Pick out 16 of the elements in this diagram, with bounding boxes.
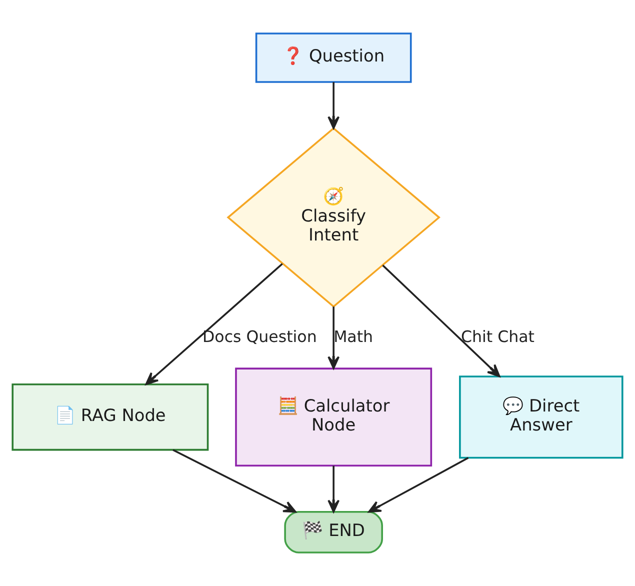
arrow (328, 466, 340, 513)
arrow (172, 449, 296, 513)
node-box: 💬 Direct Answer (459, 376, 624, 459)
arrow (145, 263, 283, 386)
arrow (382, 264, 500, 378)
node-box: ❓ Question (255, 32, 412, 83)
edge-label: Math (334, 326, 374, 346)
arrow (368, 457, 469, 513)
arrow (328, 306, 340, 370)
node-box: 🏁 END (284, 510, 383, 554)
arrow (328, 82, 340, 130)
node-diamond: 🧭 Classify Intent (226, 127, 440, 308)
node-box: 📄 RAG Node (12, 383, 209, 451)
edge-label: Docs Question (202, 326, 317, 346)
node-box: 🧮 Calculator Node (235, 368, 432, 467)
edge-label: Chit Chat (460, 326, 534, 346)
